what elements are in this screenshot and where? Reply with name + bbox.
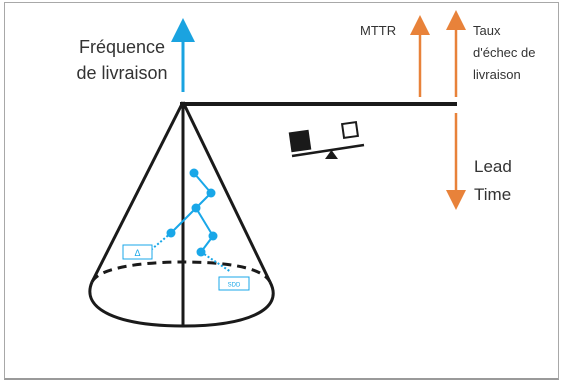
cone-base-dashed — [90, 260, 272, 283]
sdd-tag-text: SDD — [228, 283, 241, 289]
tree-node — [191, 203, 201, 213]
cone — [88, 101, 275, 328]
mttr-label: MTTR — [360, 23, 397, 38]
delivery-frequency-label: Fréquence de livraison — [76, 37, 168, 83]
failure-rate-label: Taux d'échec de livraison — [473, 23, 536, 82]
tree-node — [189, 168, 199, 178]
tree-node — [206, 188, 216, 198]
tree-node — [166, 228, 176, 238]
tree-node — [196, 247, 206, 257]
tree-node — [208, 231, 218, 241]
delta-tag-text: Δ — [134, 248, 140, 258]
tree-nodes — [166, 168, 218, 257]
delta-tag: Δ — [122, 244, 153, 260]
dependency-tree — [151, 172, 232, 273]
diagram-frame — [4, 2, 559, 380]
balance-scale-icon — [288, 120, 365, 159]
sdd-tag: SDD — [218, 276, 250, 291]
lead-time-label: Lead Time — [474, 157, 512, 204]
